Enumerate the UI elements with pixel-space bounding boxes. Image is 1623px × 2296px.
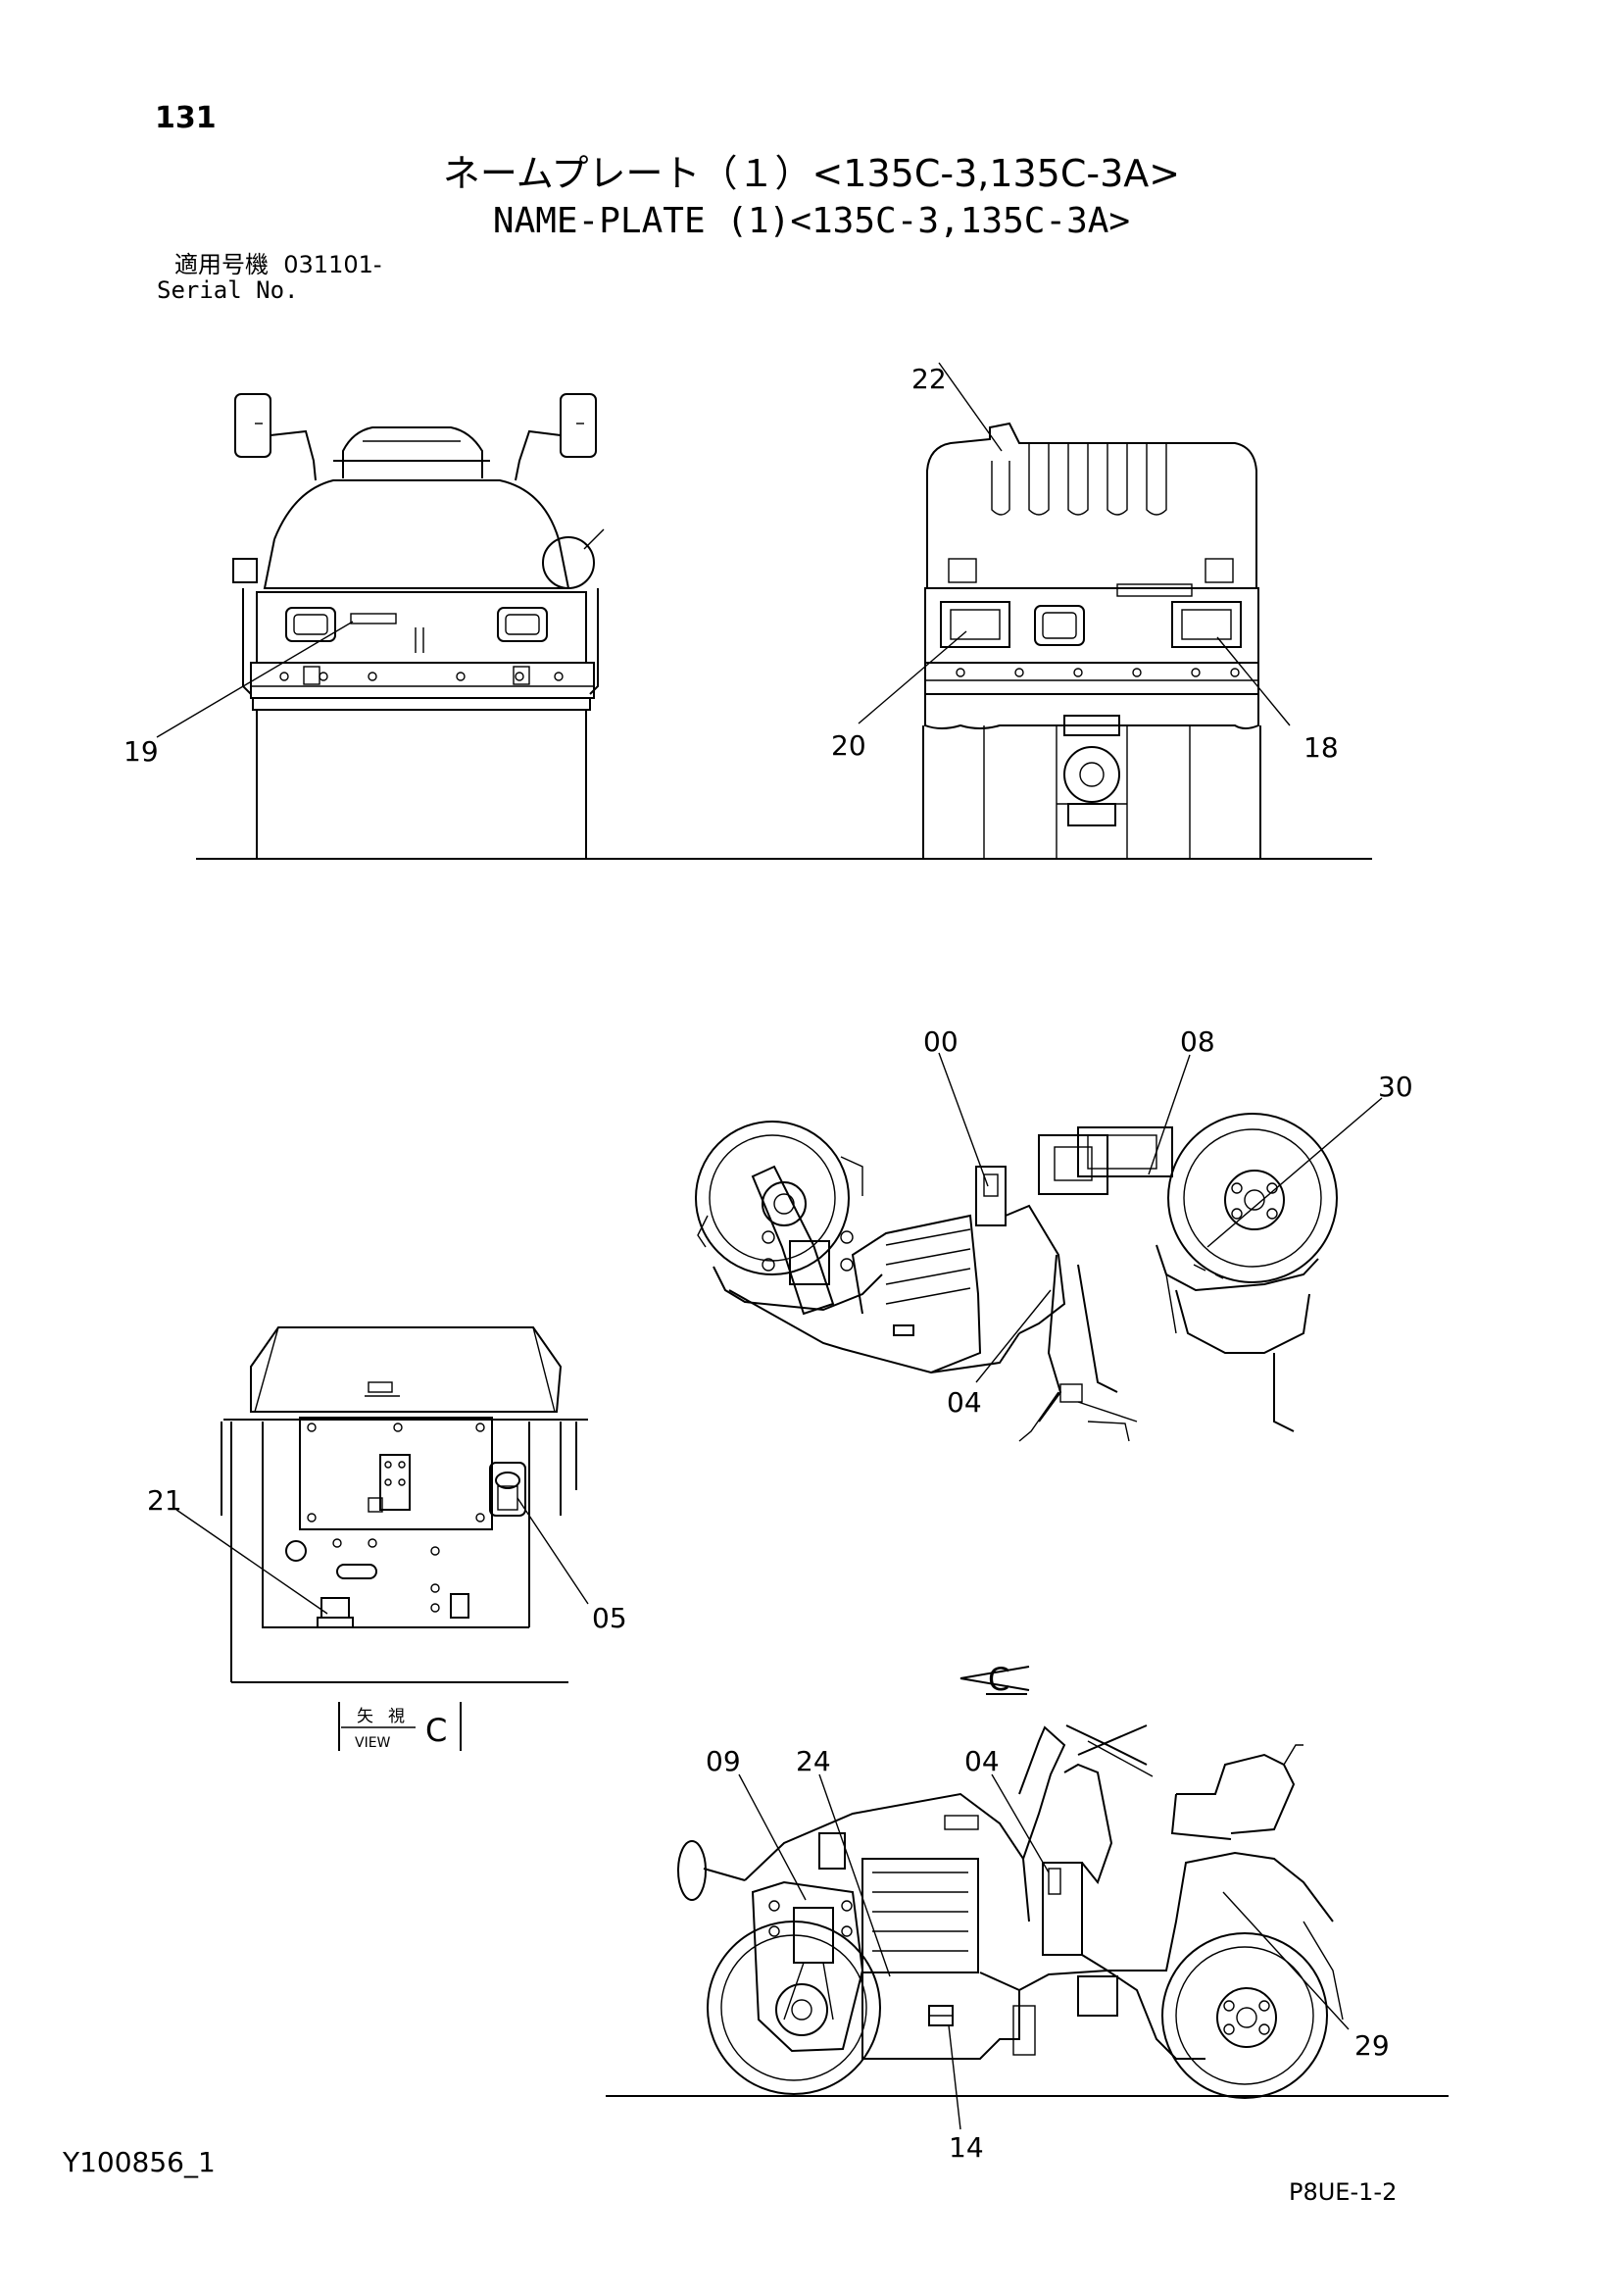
callout-29: 29 [1354,2029,1390,2062]
side-view-lower [606,1724,1449,2130]
view-jp-b: 視 [388,1707,405,1726]
callout-19: 19 [123,735,159,768]
serial-label-jp-text: 適用号機 [174,251,269,278]
callout-04-lower: 04 [964,1745,1000,1777]
view-c-arrow: C [959,1661,1030,1698]
callout-24: 24 [796,1745,831,1777]
side-view-upper [695,1052,1383,1442]
front-view-right [858,362,1372,860]
document-id: Y100856_1 [63,2146,216,2178]
view-c-drawing [175,1326,589,1683]
view-en: VIEW [355,1735,391,1751]
serial-value: 031101- [283,251,382,278]
view-letter: C [425,1712,447,1749]
callout-20: 20 [831,729,866,762]
callout-30: 30 [1378,1071,1413,1103]
callout-04-upper: 04 [947,1386,982,1419]
serial-label-japanese: 適用号機 031101- [174,253,382,276]
callout-labels: 19 22 20 18 00 08 30 04 21 05 09 24 04 2… [123,363,1413,2164]
page-number: 131 [155,101,217,135]
callout-22: 22 [911,363,947,395]
callout-09: 09 [706,1745,741,1777]
page-code: P8UE-1-2 [1289,2178,1398,2206]
title-japanese: ネームプレート（１）<135C-3,135C-3A> [442,152,1181,195]
callout-21: 21 [147,1484,182,1517]
rear-view-left [156,393,862,860]
callout-05: 05 [592,1602,627,1634]
serial-label-english: Serial No. [157,276,299,304]
callout-14: 14 [949,2131,984,2164]
title-english: NAME-PLATE (1)<135C-3,135C-3A> [492,201,1131,241]
view-c-marker: 矢 視 VIEW C [338,1702,462,1751]
callout-18: 18 [1303,731,1339,764]
callout-00: 00 [923,1025,959,1058]
view-jp-a: 矢 [357,1707,373,1726]
view-arrow-letter: C [988,1661,1009,1698]
callout-08: 08 [1180,1025,1215,1058]
